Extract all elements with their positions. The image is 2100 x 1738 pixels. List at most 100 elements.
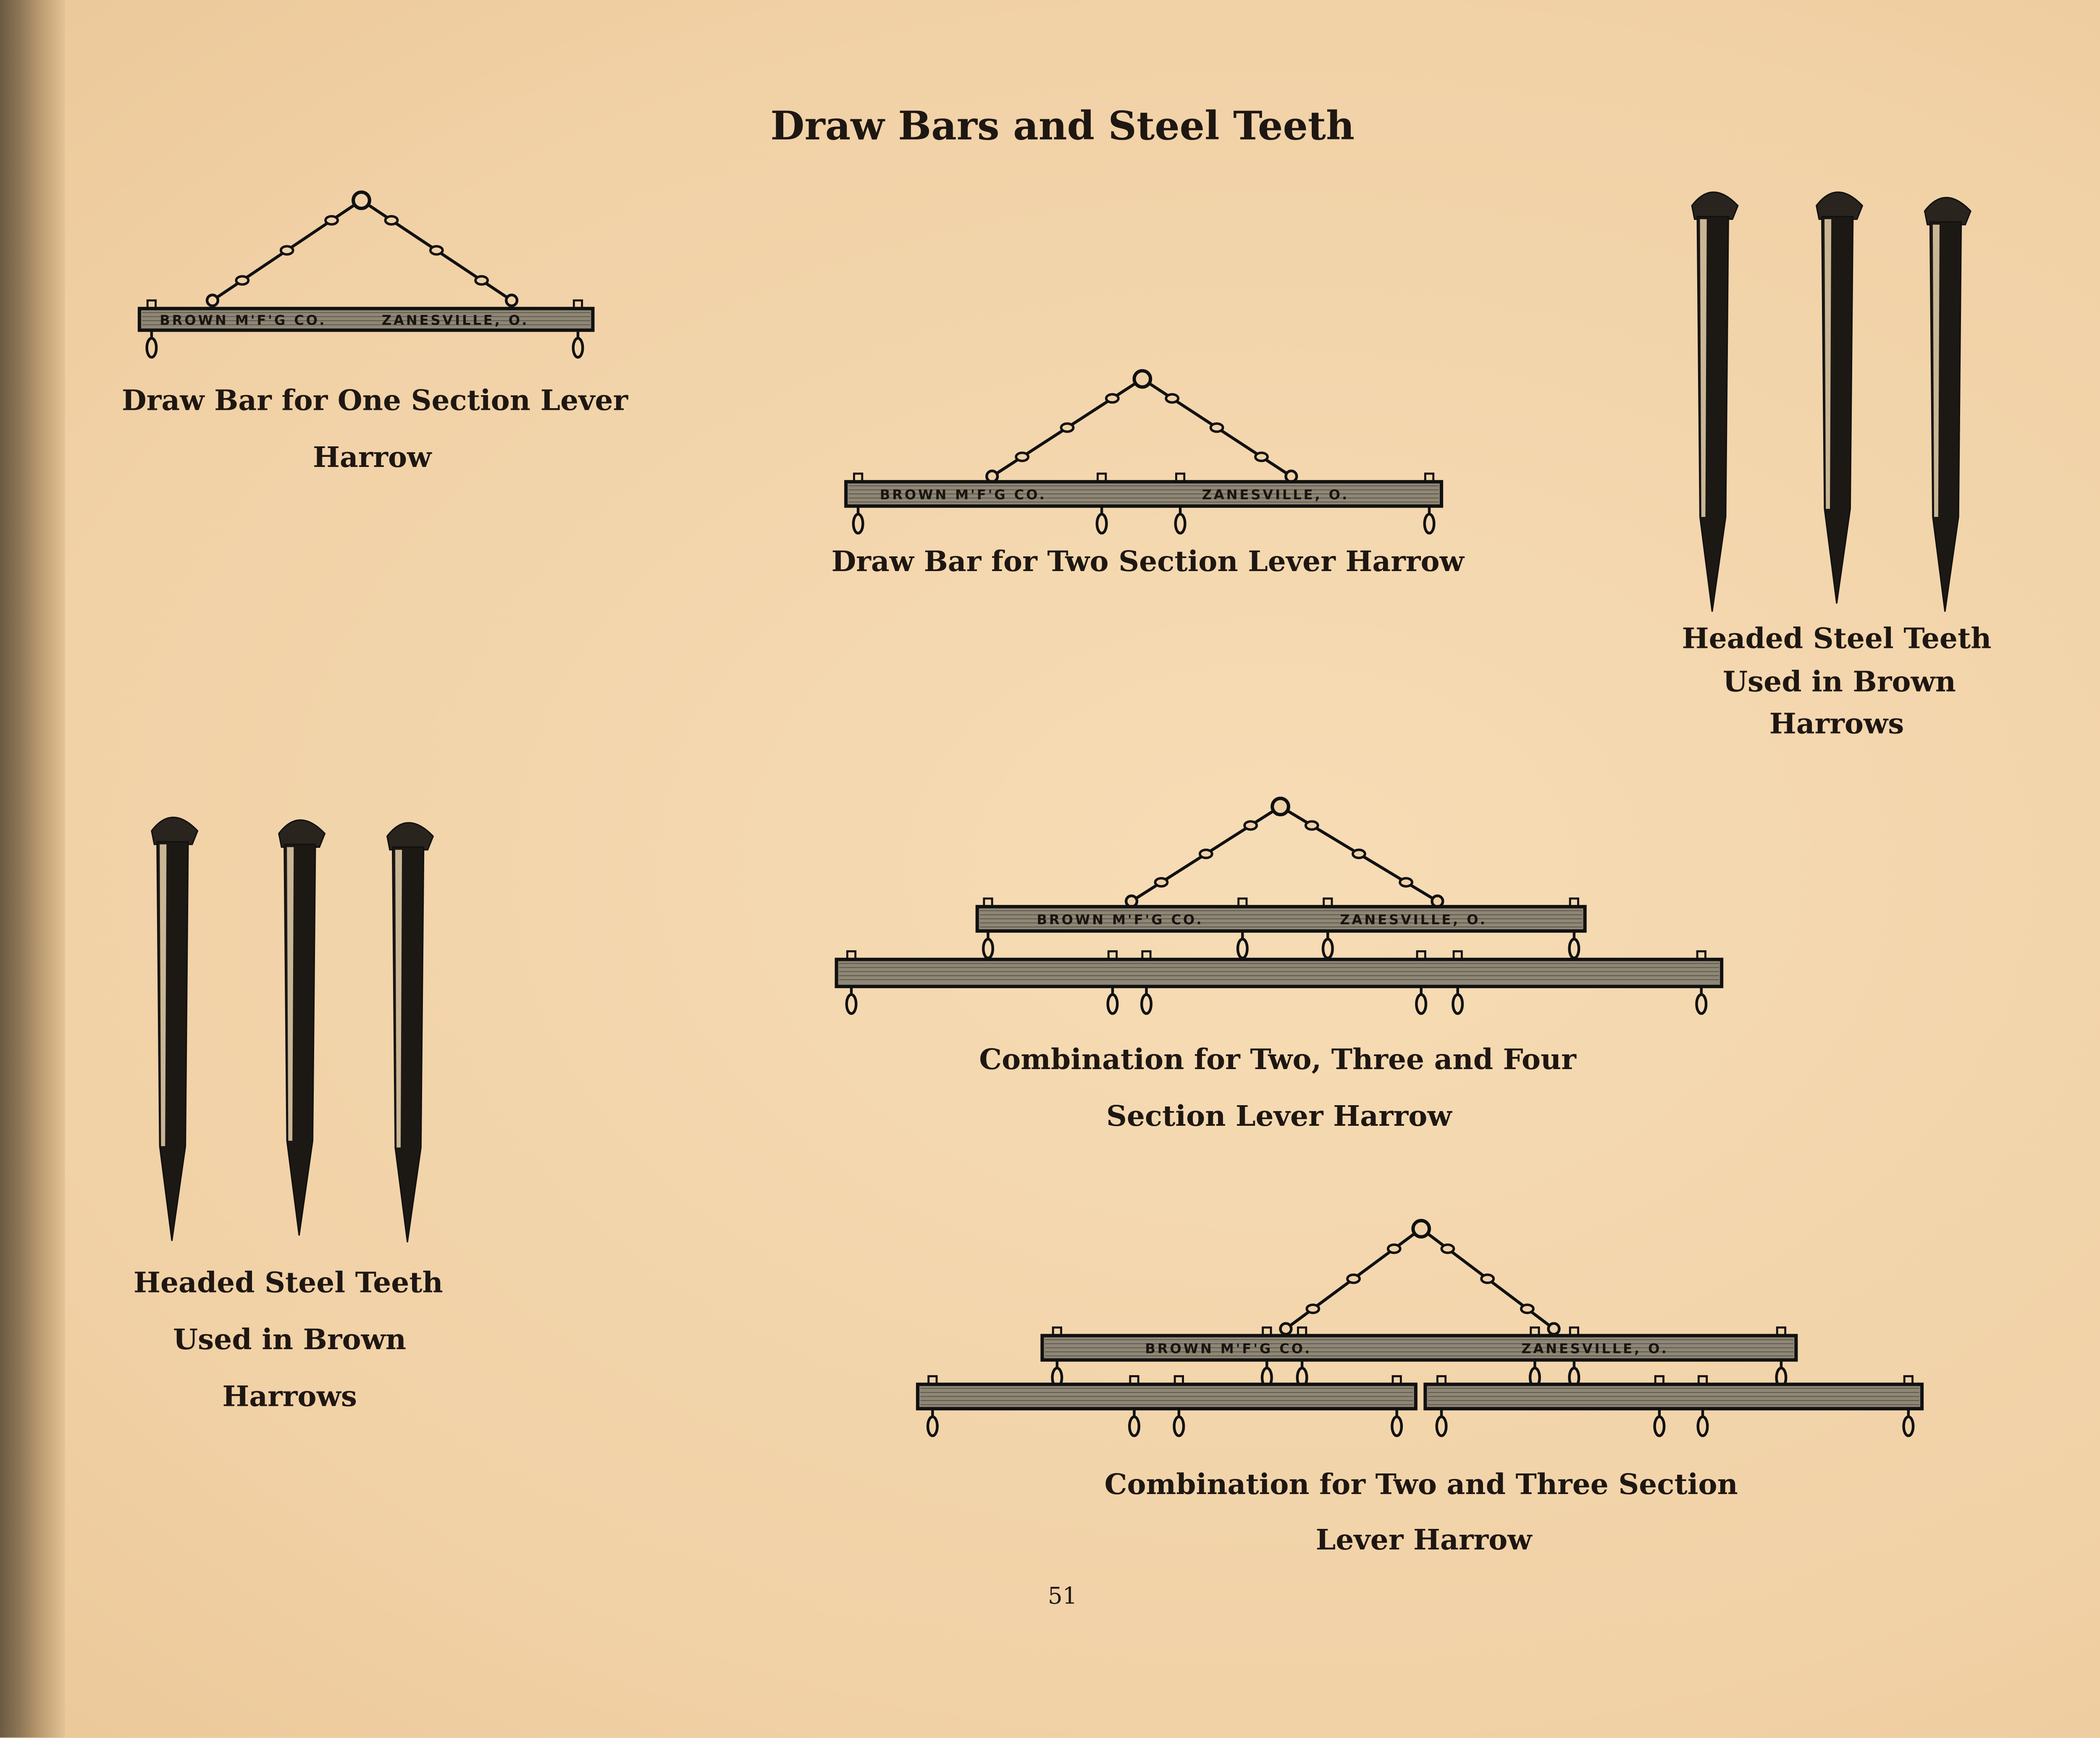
chain-link [1015,451,1030,462]
chain-end-ring [1279,1322,1293,1336]
hook-top [1052,1326,1062,1337]
hook-top [1323,897,1333,908]
caption-one-section-line-2: Harrow [312,440,432,474]
combo-234-chain [1124,797,1444,908]
hook-ring [1095,513,1108,535]
hook-top [846,950,857,961]
hook-ring [926,1415,939,1437]
chain-end-ring [505,294,519,307]
hook-top [1173,1375,1184,1386]
steel-tooth [386,822,434,1243]
hook-top [1696,950,1706,961]
tooth-head [1924,197,1971,225]
hook-ring [1236,938,1249,959]
one-section-chain [205,190,519,307]
hook-top [1776,1326,1787,1337]
hook-top [1107,950,1118,961]
book-binding-shadow [0,0,65,1738]
caption-combo-23-line-1: Combination for Two and Three Section [1104,1467,1738,1501]
hook-top [1391,1375,1402,1386]
caption-combo-234-line-2: Section Lever Harrow [1106,1098,1452,1133]
hook-ring [982,938,994,959]
bar-stamp-right: ZANESVILLE, O. [1521,1341,1669,1357]
caption-one-section-line-1: Draw Bar for One Section Lever [122,383,628,417]
tooth-head [1816,191,1864,220]
hook-ring [1128,1415,1141,1437]
bar-stamp-right: ZANESVILLE, O. [382,312,529,328]
chain-top-ring [1270,797,1290,817]
tooth-head [386,822,434,851]
chain-link [1105,393,1120,404]
chain-link [1060,422,1075,433]
hook-top [1903,1375,1914,1386]
hook-ring [845,993,858,1015]
combo-23-lower-right-bar [1423,1375,1924,1437]
hook-top [1175,472,1186,483]
hook-top [1297,1326,1307,1337]
page-title: Draw Bars and Steel Teeth [770,102,1355,149]
hook-ring [1415,993,1428,1015]
hook-top [1569,897,1579,908]
chain-link [429,245,444,256]
tooth-highlight [1700,219,1707,517]
caption-combo-23-line-2: Lever Harrow [1315,1522,1532,1556]
bar-stamp-left: BROWN M'F'G CO. [880,487,1047,503]
chain-link [324,215,339,226]
hook-top [146,299,157,310]
hook-top [572,299,583,310]
hook-ring [1695,993,1708,1015]
chain-link [279,245,294,256]
hook-ring [852,513,864,535]
caption-combo-234-line-1: Combination for Two, Three and Four [979,1042,1576,1076]
tooth-head [151,817,199,845]
hook-ring [1653,1415,1666,1437]
hook-top [1237,897,1248,908]
hook-ring [1140,993,1153,1015]
tooth-head [1691,191,1739,220]
caption-two-section: Draw Bar for Two Section Lever Harrow [831,544,1464,578]
bar-body [137,307,595,332]
hook-ring [1173,1415,1185,1437]
bar-stamp-left: BROWN M'F'G CO. [1037,912,1204,928]
chain-link [1399,877,1414,888]
tooth-highlight [1932,224,1940,517]
hook-top [1141,950,1152,961]
chain-top-ring [1411,1219,1431,1239]
one-section-draw-bar: BROWN M'F'G CO.ZANESVILLE, O. [137,299,595,359]
caption-teeth-left-line-1: Headed Steel Teeth [134,1265,443,1299]
tooth-highlight [160,844,167,1146]
hook-top [1452,950,1463,961]
hook-ring [1321,938,1334,959]
chain-link [235,275,250,286]
bar-stamp-right: ZANESVILLE, O. [1202,487,1349,503]
chain-link [1165,393,1180,404]
chain-end-ring [1547,1322,1561,1336]
chain-top-ring [1132,369,1152,389]
steel-tooth [151,817,199,1241]
tooth-highlight [287,847,294,1141]
chain-link [384,215,399,226]
hook-top [1436,1375,1447,1386]
hook-ring [1452,993,1464,1015]
hook-top [1416,950,1426,961]
bar-stamp-left: BROWN M'F'G CO. [1145,1341,1312,1357]
caption-teeth-right-line-3: Harrows [1769,706,1904,740]
combo-23-chain [1279,1219,1561,1336]
combo-234-upper-bar: BROWN M'F'G CO.ZANESVILLE, O. [975,897,1587,959]
tooth-head [278,819,326,848]
combo-234-lower-bar [835,950,1724,1015]
chain-link [1386,1243,1402,1254]
hook-top [1262,1326,1272,1337]
steel-tooth [1924,197,1971,612]
hook-top [927,1375,938,1386]
chain-link [1480,1273,1495,1284]
tooth-highlight [395,849,402,1148]
chain-link [1154,877,1169,888]
hook-top [1654,1375,1664,1386]
chain-link [1352,848,1366,860]
hook-top [1569,1326,1579,1337]
combo-23-upper-bar: BROWN M'F'G CO. ZANESVILLE, O. [1040,1326,1798,1389]
hook-ring [1423,513,1436,535]
chain-link [1198,848,1213,860]
